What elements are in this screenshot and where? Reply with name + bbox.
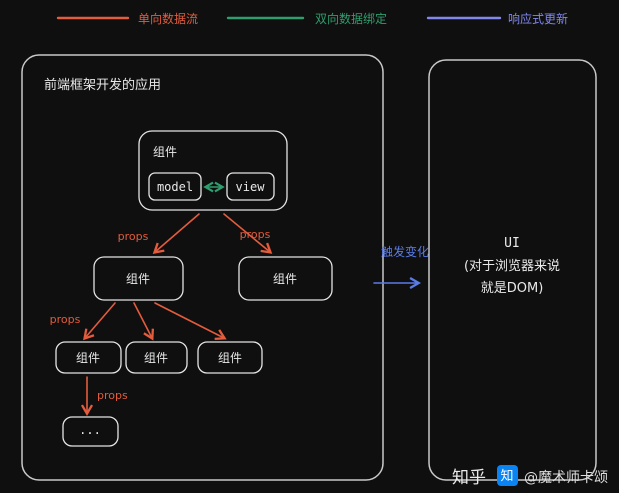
grandchild-label-3: 组件 — [218, 351, 242, 365]
grandchild-label-1: 组件 — [76, 351, 100, 365]
root-component-box — [138, 130, 288, 211]
child-component-left-label: 组件 — [126, 272, 150, 286]
child-component-left-box — [93, 256, 184, 301]
app-frame-title: 前端框架开发的应用 — [44, 77, 161, 93]
props-label-right: props — [240, 228, 271, 241]
grandchild-box-2 — [125, 341, 188, 374]
trigger-change-label: 触发变化 — [381, 244, 429, 259]
one-way-legend-label: 单向数据流 — [138, 11, 198, 26]
root-component-label: 组件 — [153, 145, 177, 159]
ui-frame: UI (对于浏览器来说 就是DOM) — [428, 59, 597, 481]
grandchild-box-3 — [197, 341, 263, 374]
props-label-grandchildren: props — [50, 313, 81, 326]
props-arrow-grandchild-2 — [133, 302, 155, 341]
app-frame-border — [21, 54, 384, 481]
watermark-site: 知乎 — [452, 468, 486, 488]
props-arrow-grandchild-1 — [83, 302, 116, 341]
watermark: 知乎 知 @魔术师卡颂 — [452, 465, 608, 488]
model-box — [148, 172, 202, 201]
trigger-change: 触发变化 — [373, 244, 429, 290]
ui-panel-line-2: (对于浏览器来说 — [464, 258, 560, 274]
reactive-legend-label: 响应式更新 — [508, 11, 568, 26]
grandchild-box-1 — [55, 341, 122, 374]
app-frame: 前端框架开发的应用 组件 model view props props 组件 组… — [21, 54, 384, 481]
props-label-ellipsis: props — [97, 389, 128, 402]
ui-panel-line-3: 就是DOM) — [481, 281, 544, 296]
child-component-right-box — [238, 256, 333, 301]
props-arrow-grandchild-3 — [154, 302, 227, 341]
view-box — [226, 172, 275, 201]
ui-panel-line-1: UI — [504, 236, 520, 251]
ellipsis-label: ... — [79, 423, 101, 437]
props-arrow-root-right — [223, 213, 273, 254]
model-label: model — [157, 180, 193, 194]
props-arrow-root-left — [152, 213, 200, 254]
child-component-right-label: 组件 — [273, 272, 297, 286]
watermark-author: @魔术师卡颂 — [524, 470, 608, 486]
zhihu-logo-char: 知 — [500, 468, 513, 484]
zhihu-logo-icon — [497, 465, 518, 486]
grandchild-label-2: 组件 — [144, 351, 168, 365]
props-label-left: props — [118, 230, 149, 243]
ellipsis-box — [62, 416, 119, 447]
view-label: view — [236, 180, 266, 194]
root-component-group: 组件 model view — [138, 130, 288, 211]
two-way-legend-label: 双向数据绑定 — [315, 11, 387, 26]
legend: 单向数据流 双向数据绑定 响应式更新 — [56, 11, 568, 26]
